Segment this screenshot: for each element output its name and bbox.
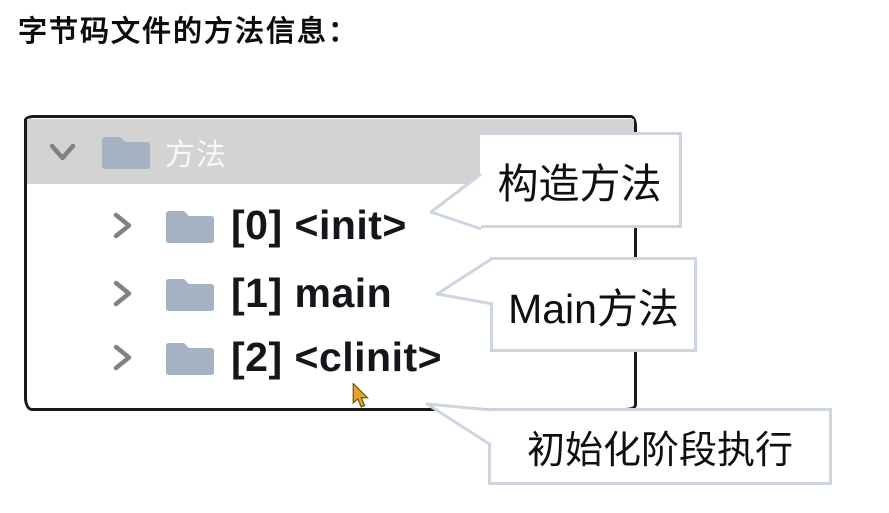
page-title: 字节码文件的方法信息： (18, 16, 360, 48)
tree-item-label: [0] <init> (231, 201, 407, 248)
callout-label: Main方法 (508, 285, 679, 332)
folder-icon (102, 137, 150, 169)
callout-init-phase: 初始化阶段执行 (488, 408, 832, 485)
tree-item-label: [2] <clinit> (231, 333, 443, 380)
chevron-right-icon[interactable] (111, 344, 134, 371)
chevron-right-icon[interactable] (111, 212, 134, 239)
tree-item-label: [1] main (231, 269, 393, 316)
folder-icon (166, 210, 214, 243)
tree-row-methods[interactable]: 方法 (27, 119, 634, 184)
tree-root-label: 方法 (165, 138, 227, 172)
callout-main-method: Main方法 (490, 257, 697, 352)
folder-icon (166, 278, 214, 311)
tree-row-main[interactable]: [1] main (27, 260, 634, 326)
tree-row-init[interactable]: [0] <init> (27, 192, 634, 258)
tree-row-clinit[interactable]: [2] <clinit> (27, 324, 634, 390)
mouse-cursor-icon (352, 383, 369, 408)
chevron-right-icon[interactable] (111, 280, 134, 307)
chevron-down-icon[interactable] (49, 141, 76, 163)
folder-icon (166, 342, 214, 375)
callout-label: 初始化阶段执行 (526, 430, 793, 472)
callout-label: 构造方法 (497, 161, 662, 207)
callout-constructor: 构造方法 (477, 132, 682, 228)
